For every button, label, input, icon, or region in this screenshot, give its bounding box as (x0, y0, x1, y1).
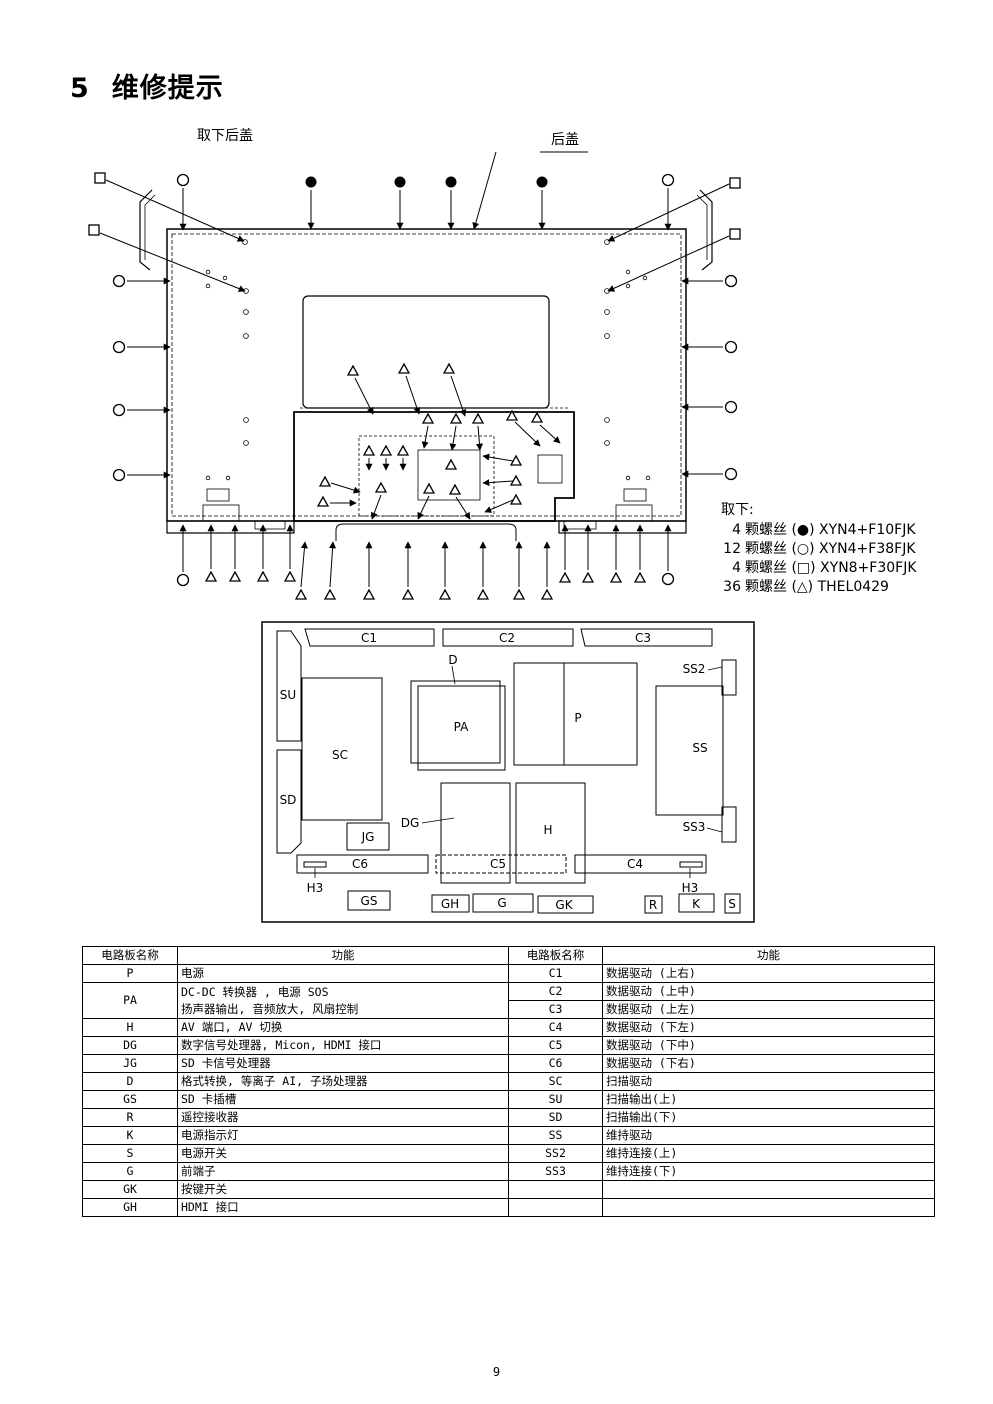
board-label-h3-right: H3 (682, 881, 699, 895)
label-remove-cover: 取下后盖 (197, 128, 253, 144)
board-label-c4: C4 (627, 857, 643, 871)
board-label-pa: PA (454, 720, 469, 734)
header-function-right: 功能 (602, 946, 935, 965)
board-label-h3-left: H3 (307, 881, 324, 895)
board-label-r: R (649, 898, 657, 912)
legend-text-1: 颗螺丝 (●) XYN4+F10FJK (745, 522, 916, 538)
board-label-k: K (692, 897, 701, 911)
legend-text-2: 颗螺丝 (○) XYN4+F38FJK (745, 541, 916, 557)
board-label-d: D (448, 653, 457, 667)
legend-count-2: 12 (723, 541, 741, 557)
board-label-gh: GH (441, 897, 459, 911)
board-label-c3: C3 (635, 631, 651, 645)
table-row: GS SD 卡插槽 SU 扫描输出(上) (82, 1090, 935, 1109)
board-label-c6: C6 (352, 857, 368, 871)
legend-count-1: 4 (732, 522, 741, 538)
board-layout-diagram: C1 C2 C3 D SS2 SU PA P SC SS SD DG H SS3… (261, 621, 755, 923)
board-label-ss2: SS2 (683, 662, 706, 676)
table-row: PA DC-DC 转换器 , 电源 SOS 扬声器输出, 音频放大, 风扇控制 … (82, 982, 935, 1019)
table-row: H AV 端口, AV 切换 C4 数据驱动 (下左) (82, 1018, 935, 1037)
table-row: G 前端子 SS3 维持连接(下) (82, 1162, 935, 1181)
board-label-c5: C5 (490, 857, 506, 871)
table-header-row: 电路板名称 功能 电路板名称 功能 (82, 946, 935, 965)
table-row: P 电源 C1 数据驱动 (上右) (82, 964, 935, 983)
table-row: JG SD 卡信号处理器 C6 数据驱动 (下右) (82, 1054, 935, 1073)
board-label-gk: GK (555, 898, 573, 912)
board-label-sc: SC (332, 748, 348, 762)
board-label-ss3: SS3 (683, 820, 706, 834)
chassis-outline (139, 189, 713, 541)
header-board-name-right: 电路板名称 (508, 946, 603, 965)
table-row: R 遥控接收器 SD 扫描输出(下) (82, 1108, 935, 1127)
board-label-h: H (543, 823, 552, 837)
board-label-sd: SD (280, 793, 297, 807)
screw-legend: 取下: 4 颗螺丝 (●) XYN4+F10FJK 12 颗螺丝 (○) XYN… (721, 502, 917, 595)
screw-triangle-icon (204, 362, 647, 600)
board-label-s: S (728, 897, 736, 911)
board-label-g: G (497, 896, 506, 910)
board-label-dg: DG (401, 816, 420, 830)
board-frame (261, 621, 755, 923)
screw-square-icon (88, 172, 741, 240)
table-row: GH HDMI 接口 (82, 1198, 935, 1217)
table-row: D 格式转换, 等离子 AI, 子场处理器 SC 扫描驱动 (82, 1072, 935, 1091)
section-title: 维修提示 (111, 73, 224, 104)
board-function-table: 电路板名称 功能 电路板名称 功能 P 电源 C1 数据驱动 (上右) PA D… (82, 946, 935, 1217)
mounting-holes (205, 239, 651, 481)
legend-text-4: 颗螺丝 (△) THEL0429 (745, 579, 889, 595)
table-row: S 电源开关 SS2 维持连接(上) (82, 1144, 935, 1163)
page-number: 9 (492, 1365, 501, 1379)
section-heading: 5 维修提示 (70, 66, 224, 105)
table-row: K 电源指示灯 SS 维持驱动 (82, 1126, 935, 1145)
legend-text-3: 颗螺丝 (□) XYN8+F30FJK (745, 560, 917, 576)
board-label-gs: GS (361, 894, 378, 908)
board-label-su: SU (280, 688, 296, 702)
board-label-ss: SS (692, 741, 707, 755)
screw-open-circle-icon (112, 173, 738, 587)
board-label-jg: JG (361, 830, 375, 844)
table-row: DG 数字信号处理器, Micon, HDMI 接口 C5 数据驱动 (下中) (82, 1036, 935, 1055)
legend-count-4: 36 (723, 579, 741, 595)
screw-filled-circle-icon (305, 176, 548, 230)
legend-title: 取下: (721, 502, 754, 518)
section-number: 5 (70, 73, 90, 104)
board-label-c1: C1 (361, 631, 377, 645)
rear-cover-diagram: 取下后盖 后盖 (88, 128, 917, 600)
table-row: GK 按键开关 (82, 1180, 935, 1199)
board-label-p: P (574, 711, 581, 725)
header-board-name-left: 电路板名称 (82, 946, 178, 965)
board-label-c2: C2 (499, 631, 515, 645)
header-function-left: 功能 (177, 946, 509, 965)
label-back-cover: 后盖 (551, 132, 579, 148)
legend-count-3: 4 (732, 560, 741, 576)
